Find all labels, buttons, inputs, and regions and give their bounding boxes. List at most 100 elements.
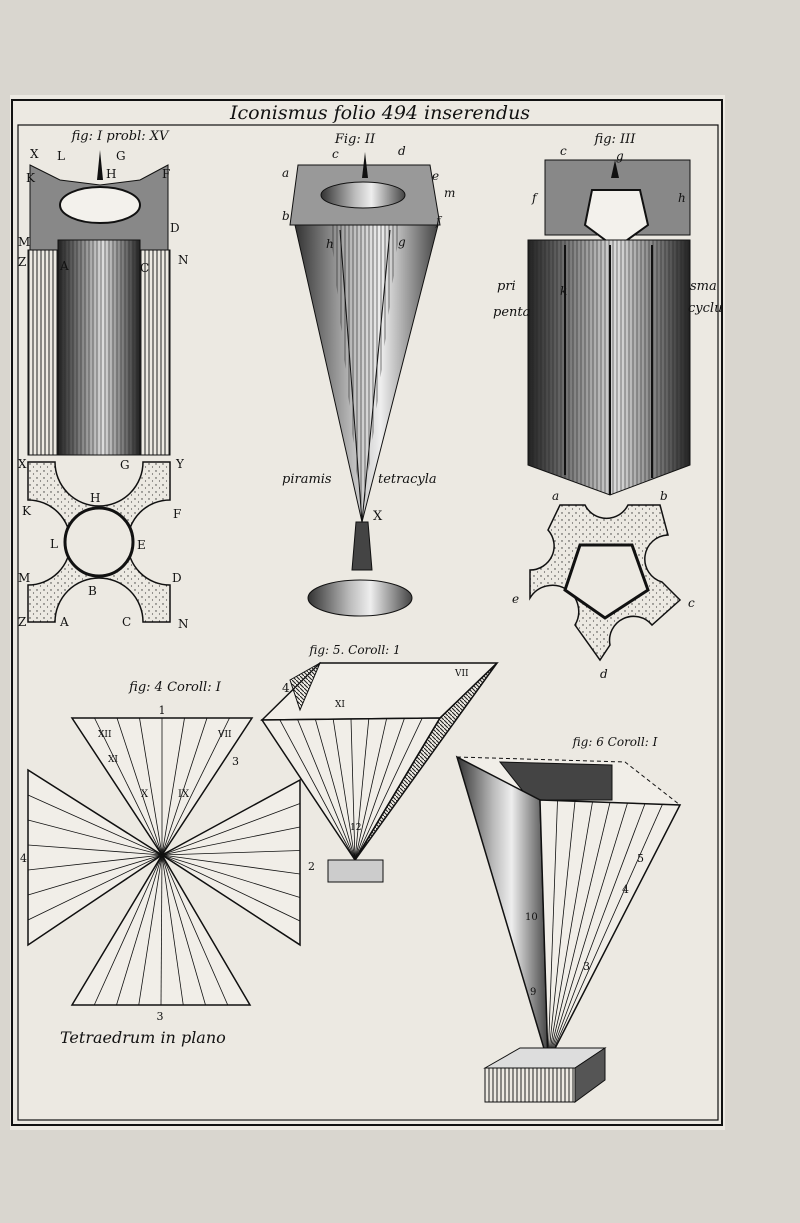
figure-2-tetracyclic-pyramid: Fig: II piramis tetracyla X <box>282 132 441 617</box>
ray-line <box>161 854 251 1006</box>
fig3-label-b: b <box>660 489 668 503</box>
fig1-label-A: A <box>59 259 69 273</box>
ray-line <box>261 719 356 861</box>
ray-line <box>315 719 356 861</box>
fig2-label-f: f <box>435 214 443 228</box>
fig2-base <box>307 579 413 617</box>
ray-line <box>332 719 356 861</box>
ray-line <box>161 854 229 1006</box>
ray-line <box>27 794 163 856</box>
ray-line <box>161 854 206 1006</box>
fig2-gnomon <box>362 152 368 178</box>
ray-line <box>547 804 681 1063</box>
ray-line <box>350 718 356 861</box>
fig2-label-b: b <box>282 209 290 223</box>
fig2-caption: Fig: II <box>334 132 376 147</box>
fig2-letter-labels: c d a e m b f h g <box>282 144 455 251</box>
ray-line <box>354 718 370 861</box>
fig1-column-left <box>27 249 59 456</box>
ray-line <box>27 844 163 856</box>
fig5-mark-12: 12 <box>350 823 361 833</box>
fig1-label-K: K <box>26 171 36 185</box>
fig6-caption: fig: 6 Coroll: I <box>572 735 658 749</box>
figure-3-pentacyclic-prism: fig: III pri penta sma cyclu <box>493 132 722 662</box>
fig6-mark-4: 4 <box>622 883 629 896</box>
ray-line <box>27 769 163 856</box>
fig1-label-H2: H <box>90 491 100 505</box>
ray-line <box>27 854 163 871</box>
fig4-num-1: 1 <box>159 704 166 717</box>
ray-line <box>161 854 301 898</box>
ray-line <box>27 854 163 896</box>
fig4-num-IX: IX <box>178 789 190 800</box>
fig1-caption: fig: I probl: XV <box>71 129 170 144</box>
ray-line <box>547 802 611 1063</box>
fig2-label-c: c <box>332 147 339 161</box>
ray-line <box>354 718 423 861</box>
fig1-capital-oval <box>59 186 141 224</box>
fig3-label-k: k <box>560 284 567 298</box>
fig1-label-G: G <box>116 149 126 163</box>
ray-line <box>547 802 628 1063</box>
fig2-label-a: a <box>282 166 289 180</box>
ray-line <box>71 717 163 856</box>
ray-line <box>116 854 163 1006</box>
fig5-caption: fig: 5. Coroll: 1 <box>308 643 400 657</box>
fig1-label-H: H <box>106 167 116 181</box>
fig1-label-X: X <box>30 147 39 161</box>
fig1-label-D: D <box>170 221 180 235</box>
ray-line <box>160 854 163 1006</box>
fig3-text-pri: pri <box>497 279 516 294</box>
ray-line <box>161 854 301 875</box>
fig4-num-3-bottom: 3 <box>157 1010 164 1023</box>
fig3-label-c2: c <box>688 596 695 610</box>
ray-line <box>161 826 301 856</box>
fig1-label-C2: C <box>122 615 131 629</box>
fig1-label-F: F <box>162 167 170 181</box>
fig1-label-F2: F <box>173 507 181 521</box>
ray-line <box>354 717 441 861</box>
fig1-label-N2: N <box>178 617 189 631</box>
fig1-label-Y: Y <box>175 457 185 471</box>
ray-line <box>539 799 549 1063</box>
fig1-label-G2: G <box>120 458 130 472</box>
fig2-label-e: e <box>432 169 439 183</box>
ray-line <box>161 717 208 856</box>
fig5-mark-XI: XI <box>335 700 345 710</box>
ray-line <box>27 854 163 946</box>
fig5-hour-lines <box>261 717 441 861</box>
fig2-label-x: X <box>373 509 383 524</box>
fig2-text-right: tetracyla <box>378 472 437 487</box>
fig1-column-right <box>139 249 171 456</box>
fig4-caption: fig: 4 Coroll: I <box>128 680 222 695</box>
fig3-gnomon <box>611 160 619 178</box>
ray-line <box>27 819 163 856</box>
fig3-letter-labels: c g f h k a b e c d <box>512 144 695 681</box>
ray-line <box>279 719 356 861</box>
ray-line <box>161 717 185 856</box>
ray-line <box>547 801 576 1063</box>
fig1-label-B: B <box>88 584 97 598</box>
fig3-plan-pentagon <box>563 543 650 620</box>
figure-5-pyramid-dial: fig: 5. Coroll: 1 4 XI VII 12 <box>260 643 499 883</box>
fig6-mark-9: 9 <box>530 987 536 998</box>
fig3-label-e: e <box>512 592 519 606</box>
fig1-column-center-hatch <box>58 240 140 455</box>
fig1-label-L2: L <box>50 537 58 551</box>
ray-line <box>139 717 163 856</box>
ray-line <box>93 854 163 1006</box>
ray-line <box>547 804 663 1063</box>
ray-line <box>297 719 356 861</box>
fig1-label-E: E <box>137 538 146 552</box>
fig2-label-m: m <box>444 186 455 200</box>
plate-title: Iconismus folio 494 inserendus <box>229 102 530 124</box>
fig3-label-g: g <box>616 149 624 163</box>
fig5-mark-VII: VII <box>454 669 469 679</box>
fig4-num-X: X <box>141 789 149 800</box>
fig1-gnomon <box>97 150 103 180</box>
figure-6-inverted-pyramid: fig: 6 Coroll: I 5 4 3 10 9 <box>455 735 682 1103</box>
fig2-label-d: d <box>398 144 406 158</box>
fig1-label-K2: K <box>22 504 32 518</box>
fig3-label-f: f <box>531 191 539 205</box>
